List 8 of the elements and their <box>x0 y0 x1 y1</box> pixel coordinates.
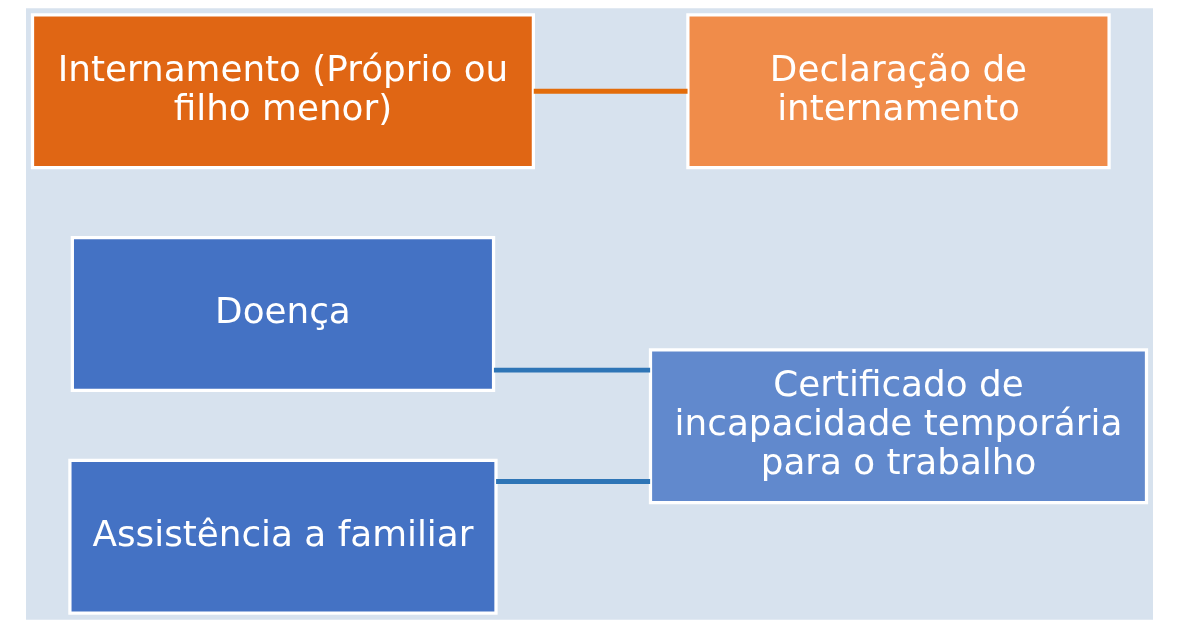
node-box: Certificado de incapacidade temporária para o trabalho <box>648 348 1148 505</box>
node-box: Doença <box>70 235 495 393</box>
connector <box>533 88 688 94</box>
node-box: Internamento (Próprio ou filho menor) <box>30 13 535 170</box>
connector <box>493 367 650 373</box>
connector <box>495 479 650 484</box>
node-box: Assistência a familiar <box>67 458 498 615</box>
node-box: Declaração de internamento <box>685 13 1111 170</box>
